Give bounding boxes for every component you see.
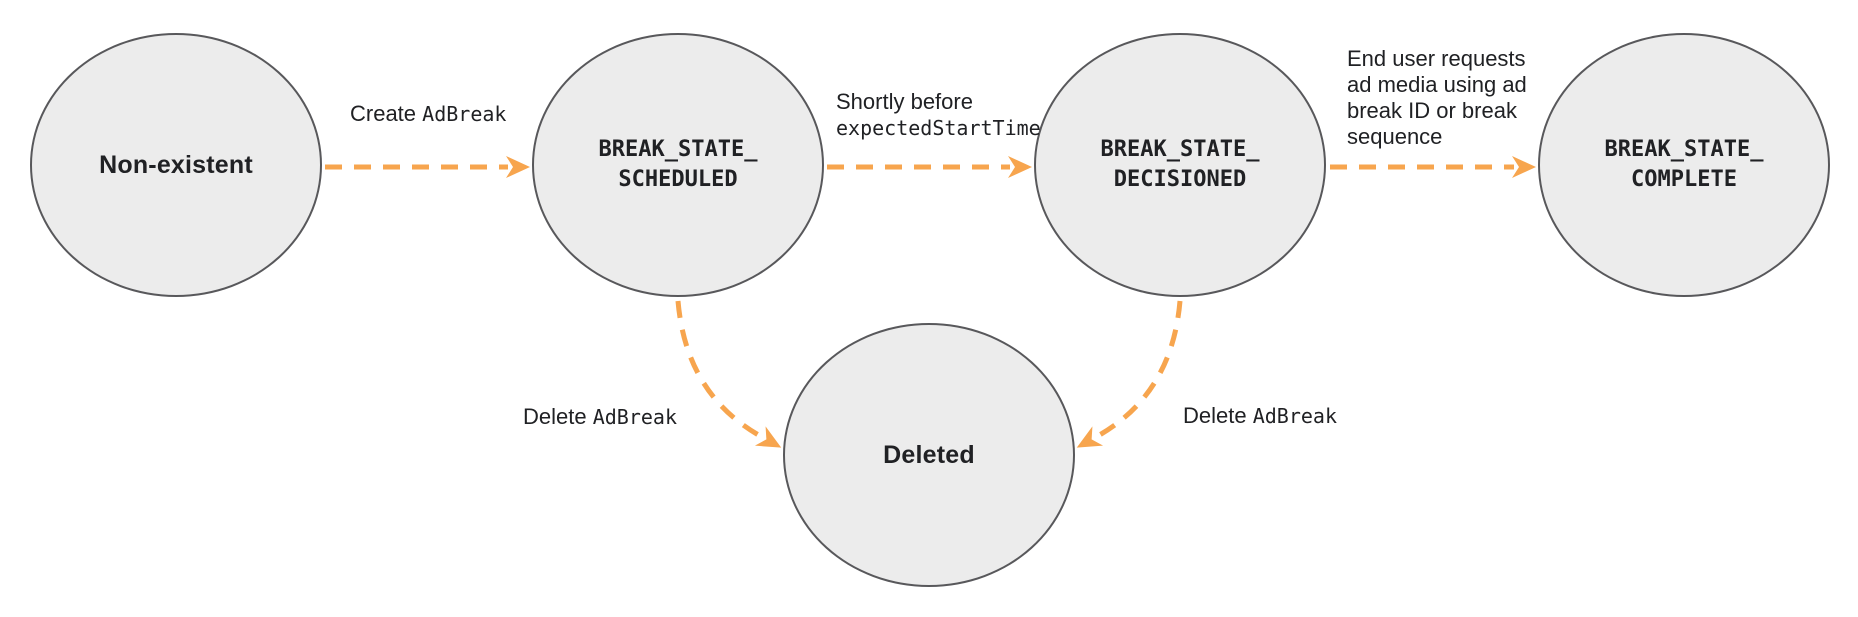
edge-label-text: Delete [523,404,593,429]
edge-label-code: expectedStartTime [836,116,1041,140]
state-node-break-state-scheduled: BREAK_STATE_ SCHEDULED [532,33,824,297]
edge-label-text: Delete [1183,403,1253,428]
edge-label-code: AdBreak [422,102,507,126]
state-label-line1: BREAK_STATE_ [598,137,758,162]
state-label-line2: COMPLETE [1631,167,1737,192]
state-node-break-state-complete: BREAK_STATE_ COMPLETE [1538,33,1830,297]
edge-label-code: AdBreak [1252,404,1338,428]
state-label: Deleted [883,440,975,469]
state-node-deleted: Deleted [783,323,1075,587]
state-label-line1: BREAK_STATE_ [1604,137,1764,162]
edge-label-text: Create [350,101,423,126]
state-label: Non-existent [99,150,253,179]
edge-label-delete-adbreak-right: Delete AdBreak [1183,403,1337,429]
edge-label-end-user-requests: End user requests ad media using ad brea… [1347,46,1542,150]
state-label-line1: BREAK_STATE_ [1100,137,1260,162]
edge-label-code: AdBreak [592,405,678,429]
edge-label-create-adbreak: Create AdBreak [350,101,506,127]
edge-label-text: Shortly before [836,89,973,114]
state-label-line2: DECISIONED [1113,167,1247,192]
edge-delete-adbreak-right-arrow [1076,300,1183,448]
state-label-line2: SCHEDULED [618,167,738,192]
edge-label-delete-adbreak-left: Delete AdBreak [523,404,677,430]
edge-label-text: End user requests ad media using ad brea… [1347,46,1527,149]
state-node-non-existent: Non-existent [30,33,322,297]
edge-delete-adbreak-left-arrow [675,300,782,448]
edge-label-shortly-before: Shortly before expectedStartTime [836,89,1041,141]
state-node-break-state-decisioned: BREAK_STATE_ DECISIONED [1034,33,1326,297]
